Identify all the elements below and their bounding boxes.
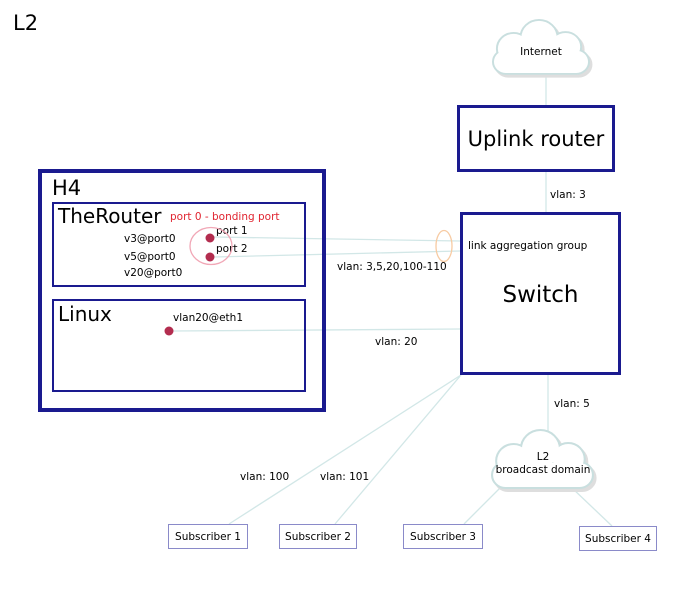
therouter-label: TheRouter [58,204,162,228]
node-therouter: TheRouter port 0 - bonding port port 1 p… [52,202,306,287]
bonding-port-label: port 0 - bonding port [170,211,280,223]
vlan-iface-v5: v5@port0 [124,251,176,263]
edge-label-vlan5: vlan: 5 [554,398,590,410]
edge-label-vlan3: vlan: 3 [550,189,586,201]
lag-label: link aggregation group [468,240,588,252]
switch-label: Switch [502,282,579,308]
uplink-router-label: Uplink router [467,126,605,151]
edge-label-vlan100: vlan: 100 [240,471,290,483]
node-uplink-router: Uplink router [457,105,615,172]
broadcast-domain-line2: broadcast domain [495,464,591,476]
vlan-iface-v3: v3@port0 [124,233,176,245]
edge-broadcast-sub3 [463,487,501,525]
lag-ellipse [435,229,453,263]
h4-label: H4 [52,176,82,200]
internet-label: Internet [520,46,562,58]
edge-broadcast-sub4 [570,486,613,527]
broadcast-domain-label: L2 broadcast domain [491,451,595,477]
edge-label-trunk: vlan: 3,5,20,100-110 [337,261,447,273]
node-h4: H4 TheRouter port 0 - bonding port port … [38,169,326,412]
port1-label: port 1 [216,225,248,237]
node-switch: link aggregation group Switch [460,212,621,375]
node-linux: Linux vlan20@eth1 [52,299,306,392]
linux-iface-label: vlan20@eth1 [173,312,243,324]
edge-label-vlan20: vlan: 20 [375,336,418,348]
node-subscriber-1: Subscriber 1 [168,524,248,549]
broadcast-domain-line1: L2 [536,451,550,463]
node-subscriber-3: Subscriber 3 [403,524,483,549]
node-subscriber-4: Subscriber 4 [579,526,657,551]
port2-label: port 2 [216,243,248,255]
diagram-title: L2 [13,11,39,35]
linux-label: Linux [58,302,112,326]
edge-switch-sub2 [334,374,462,525]
node-subscriber-2: Subscriber 2 [279,524,357,549]
vlan-iface-v20: v20@port0 [124,267,183,279]
edge-label-vlan101: vlan: 101 [320,471,370,483]
